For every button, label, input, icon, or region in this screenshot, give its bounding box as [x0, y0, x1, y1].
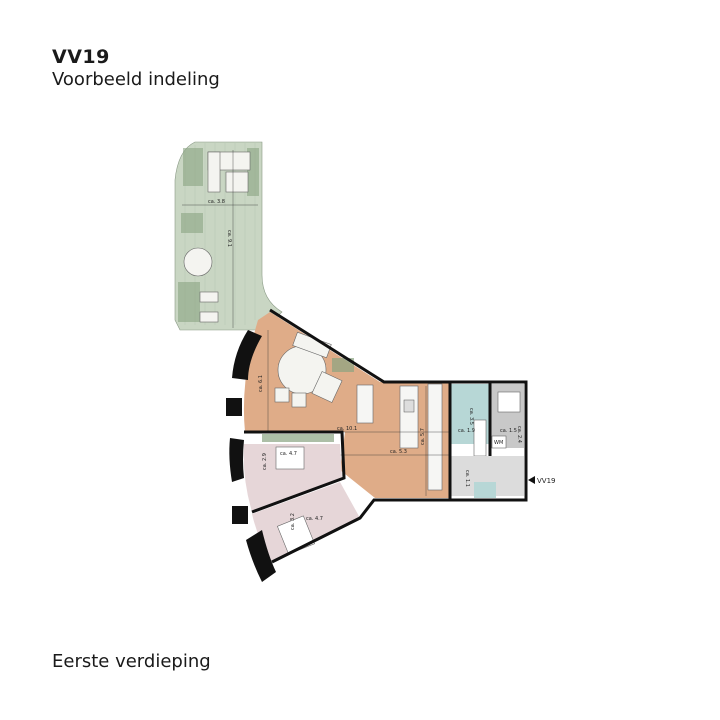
dining-table-icon: [183, 247, 213, 277]
planter-icon: [181, 213, 203, 233]
bath-depth-dim: ca. 3.5: [468, 408, 474, 425]
storage-icon: [497, 391, 521, 413]
bath-width-dim: ca. 1.9: [458, 428, 475, 434]
bathtub-icon: [473, 419, 487, 457]
service-area: ca. 1.9 ca. 3.5 WM ca. 1.5 ca. 2.4 ca. 1…: [450, 384, 524, 498]
sunbed-icon: [199, 291, 219, 323]
utility-width-dim: ca. 1.5: [500, 428, 517, 434]
bedroom1-depth-dim: ca. 2.9: [262, 453, 268, 470]
entrance-arrow-icon: [528, 476, 535, 484]
walls: [244, 308, 528, 564]
planter-icon: [262, 434, 334, 442]
dining-table-icon: [356, 384, 374, 424]
entrance-marker[interactable]: VV19: [528, 476, 555, 485]
planter-icon: [183, 148, 203, 186]
plan-subtitle: Voorbeeld indeling: [52, 69, 220, 90]
sofa-icon: [274, 331, 343, 408]
planter-icon: [178, 282, 200, 322]
bedroom1-width-dim: ca. 4.7: [280, 451, 297, 457]
cooktop-icon: [403, 399, 415, 413]
bedroom-1: ca. 4.7 ca. 2.9: [243, 444, 342, 512]
bed-icon: [275, 446, 305, 470]
lounge-sofa-icon: [207, 151, 251, 193]
kitchen-island-icon: [399, 385, 419, 449]
washing-machine-icon: [491, 435, 507, 449]
washing-machine-label: WM: [494, 440, 503, 446]
terrace: ca. 3.8 ca. 9.1: [174, 141, 283, 331]
floor-label: Eerste verdieping: [52, 651, 211, 672]
kitchen-depth-dim: ca. 5.7: [420, 428, 426, 445]
unit-code: VV19: [52, 46, 110, 68]
utility-depth-dim: ca. 2.4: [516, 426, 522, 443]
planter-icon: [332, 358, 354, 372]
facade: [226, 330, 276, 582]
living-width-dim: ca. 10.1: [337, 426, 357, 432]
bedroom2-width-dim: ca. 4.7: [306, 516, 323, 522]
terrace-length-dim: ca. 9.1: [226, 230, 232, 247]
entrance-label: VV19: [537, 477, 555, 485]
living-depth-dim: ca. 6.1: [258, 375, 264, 392]
living-lower-width-dim: ca. 5.3: [390, 449, 407, 455]
kitchen-counter-icon: [427, 383, 443, 491]
hall-depth-dim: ca. 1.1: [464, 470, 470, 487]
bedroom-2: ca. 4.7 ca. 3.2: [252, 482, 360, 562]
toilet: [474, 482, 496, 498]
terrace-width-dim: ca. 3.8: [208, 199, 225, 205]
living-room: ca. 6.1 ca. 10.1 ca. 5.3 ca. 5.7: [243, 312, 450, 498]
bedroom2-depth-dim: ca. 3.2: [290, 513, 296, 530]
